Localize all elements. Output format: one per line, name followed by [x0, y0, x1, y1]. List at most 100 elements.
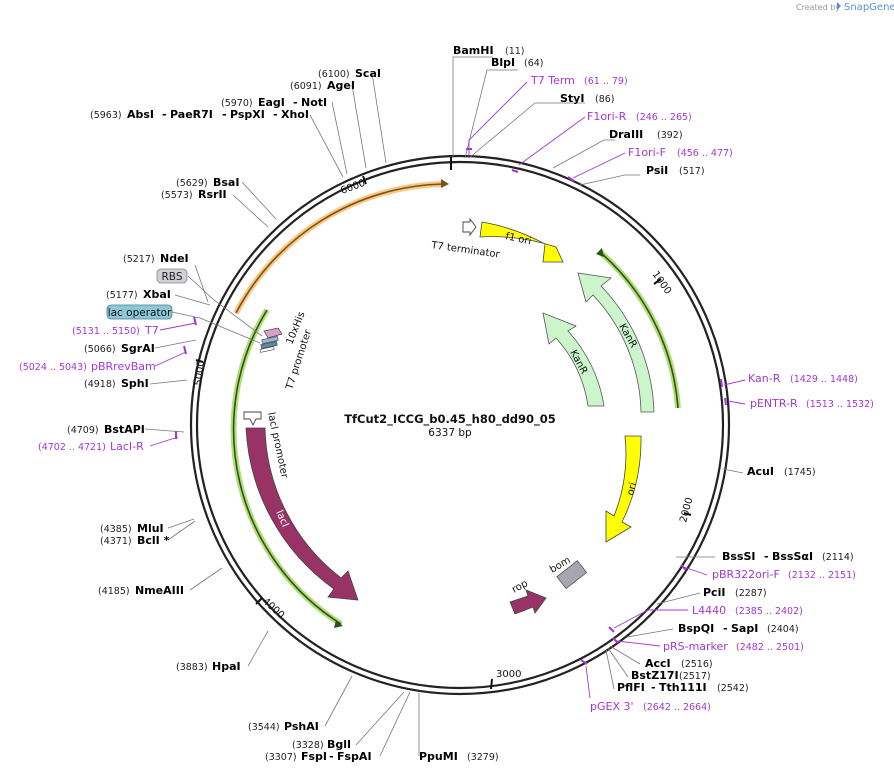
tick-6000: 6000	[339, 178, 367, 197]
enzyme-bcli-pos: (4371)	[100, 536, 132, 547]
f1-ori-label: f1 ori	[504, 231, 532, 247]
primer-leader-t7	[159, 322, 197, 331]
primer-mark-t7	[193, 316, 197, 326]
kanr-inner-feature	[542, 312, 605, 407]
orf-top	[235, 183, 444, 314]
enzyme-scai-pos: (6100)	[318, 69, 350, 80]
enzyme-bspqi-dash: -	[723, 622, 728, 635]
leader-rsrii	[232, 194, 269, 228]
leader-sphi	[149, 379, 188, 385]
enzyme-hpai: HpaI	[212, 660, 241, 673]
orf-top-arrowhead	[441, 179, 449, 188]
enzyme-eagi: EagI	[258, 96, 285, 109]
enzyme-bsai-pos: (5629)	[176, 178, 208, 189]
enzyme-acci-pos: (2516)	[681, 659, 713, 670]
primer-mark-f1orir	[511, 169, 519, 173]
primer-t7: T7	[144, 324, 159, 337]
enzyme-rsrii: RsrII	[198, 188, 227, 201]
enzyme-acui: AcuI	[747, 465, 774, 478]
leader-bspqi	[626, 628, 674, 638]
primer-leader-l4440	[613, 609, 688, 629]
enzyme-bstapi: BstAPI	[104, 423, 145, 436]
enzyme-fspai: FspAI	[337, 750, 372, 763]
primer-mark-f1orif	[567, 176, 575, 182]
enzyme-ppumi: PpuMI	[419, 750, 458, 763]
enzyme-bsssai: BssSαI	[772, 550, 813, 563]
lac-operator-feature	[260, 341, 278, 349]
enzyme-psii: PsiI	[646, 164, 668, 177]
leader-agei	[351, 84, 367, 169]
primer-t7term: T7 Term	[530, 74, 575, 87]
primer-leader-pentrr	[727, 400, 746, 405]
leader-bamhi	[452, 56, 493, 158]
tick-3000-mark	[490, 678, 493, 690]
primer-l4440: L4440	[692, 604, 726, 617]
enzyme-blpi-pos: (64)	[524, 58, 544, 69]
tick-3000: 3000	[496, 669, 521, 680]
lac-operator-box	[106, 304, 173, 320]
enzyme-bsssi-pos: (2114)	[822, 552, 854, 563]
enzyme-paer7i: PaeR7I	[170, 108, 213, 121]
enzyme-psii-pos: (517)	[679, 166, 705, 177]
laci-feature	[245, 427, 359, 601]
enzyme-bsssi-dash: -	[764, 550, 769, 563]
enzyme-fspi-dash: -	[329, 750, 334, 763]
rbs-feature	[261, 336, 279, 344]
enzyme-hpai-pos: (3883)	[176, 662, 208, 673]
enzyme-bamhi-pos: (11)	[505, 46, 525, 57]
rbs-box	[156, 268, 188, 284]
enzyme-agei: AgeI	[327, 79, 355, 92]
primer-pbr322-pos: (2132 .. 2151)	[788, 570, 856, 581]
primer-leader-pbrrevbam	[154, 351, 187, 367]
primer-leader-laci-r	[149, 436, 179, 447]
rbs-leader	[187, 275, 263, 337]
orf-left-arrowhead	[334, 620, 343, 628]
enzyme-eagi-dash: -	[293, 96, 298, 109]
enzyme-styi: StyI	[560, 92, 584, 105]
primer-kanr-pos: (1429 .. 1448)	[790, 374, 858, 385]
tick-2000: 2000	[678, 496, 695, 523]
enzyme-sgrai: SgrAI	[121, 342, 155, 355]
kanr-outer-feature	[577, 272, 655, 413]
enzyme-bsai: BsaI	[213, 176, 239, 189]
enzyme-draiii: DraIII	[609, 128, 643, 141]
primer-leaders	[149, 81, 746, 699]
leader-mlui	[167, 518, 195, 529]
primer-leader-f1orir	[518, 116, 586, 166]
primer-laci-r: LacI-R	[110, 440, 144, 453]
primer-mark-prs	[612, 637, 619, 644]
snapgene-logo-icon	[837, 2, 841, 10]
enzyme-pspxi: PspXI	[230, 108, 265, 121]
enzyme-pcii-pos: (2287)	[735, 588, 767, 599]
leader-hpai	[247, 630, 269, 667]
enzyme-mlui: MluI	[137, 522, 164, 535]
enzyme-absi-dash1: -	[162, 108, 167, 121]
enzyme-acci: AccI	[645, 657, 671, 670]
primer-f1orif-pos: (456 .. 477)	[677, 148, 733, 159]
primer-leader-f1orif	[572, 152, 626, 179]
snapgene-brand: SnapGene	[844, 2, 894, 13]
enzyme-rsrii-pos: (5573)	[161, 190, 193, 201]
orf-top-glow	[233, 181, 444, 315]
tick-5000-mark	[195, 359, 204, 363]
leader-pflfi	[605, 649, 615, 690]
enzyme-bspqi: BspQI	[678, 622, 714, 635]
his-tag-cluster	[259, 327, 283, 353]
enzyme-sphi: SphI	[121, 377, 149, 390]
primer-pbrrevbam-pos: (5024 .. 5043)	[19, 362, 87, 373]
primer-prs: pRS-marker	[663, 640, 728, 653]
t7-terminator-feature	[462, 217, 477, 237]
primer-l4440-pos: (2385 .. 2402)	[735, 606, 803, 617]
enzyme-bstz17i-pos: (2517)	[679, 671, 711, 682]
enzyme-absi-dash2: -	[222, 108, 227, 121]
rbs-label: RBS	[162, 271, 183, 283]
leader-bcli	[167, 520, 196, 541]
primer-mark-kanr	[720, 378, 723, 388]
enzyme-tth111i: Tth111I	[659, 681, 707, 694]
enzyme-bcli: BclI *	[137, 534, 170, 547]
primer-leader-pbr322	[683, 566, 708, 576]
tick-2000-mark	[683, 512, 692, 516]
primer-leader-pgex	[585, 665, 591, 699]
enzyme-mlui-pos: (4385)	[100, 524, 132, 535]
enzyme-fspi: FspI	[301, 750, 327, 763]
